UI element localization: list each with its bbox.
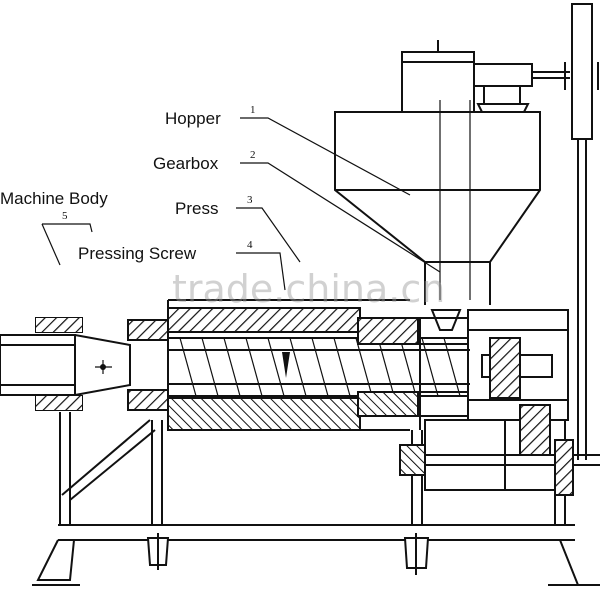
watermark-text: trade.china.cn: [172, 267, 445, 311]
label-hopper-text: Hopper: [165, 109, 221, 128]
label-press-text: Press: [175, 199, 218, 218]
label-press: Press 3: [175, 194, 253, 218]
label-hopper: Hopper 1: [165, 104, 256, 128]
label-gearbox-text: Gearbox: [153, 154, 219, 173]
press-cage: [127, 299, 410, 431]
label-press-number: 3: [247, 194, 253, 206]
label-machine-body-text: Machine Body: [0, 189, 108, 208]
gearbox: [357, 309, 600, 496]
label-machine-body-number: 5: [62, 210, 68, 222]
discharge-end: [0, 317, 131, 411]
leader-lines: [41, 117, 441, 291]
label-pressing-screw-text: Pressing Screw: [78, 244, 197, 263]
label-pressing-screw: Pressing Screw 4: [78, 239, 253, 263]
label-machine-body: Machine Body 5: [0, 189, 108, 222]
machine-frame: [32, 412, 600, 586]
label-gearbox: Gearbox 2: [153, 149, 256, 173]
pressing-screw: [167, 337, 470, 397]
top-drive: [401, 3, 599, 460]
label-pressing-screw-number: 4: [247, 239, 253, 251]
label-gearbox-number: 2: [250, 149, 256, 161]
hopper: [334, 100, 541, 305]
label-hopper-number: 1: [250, 104, 256, 116]
